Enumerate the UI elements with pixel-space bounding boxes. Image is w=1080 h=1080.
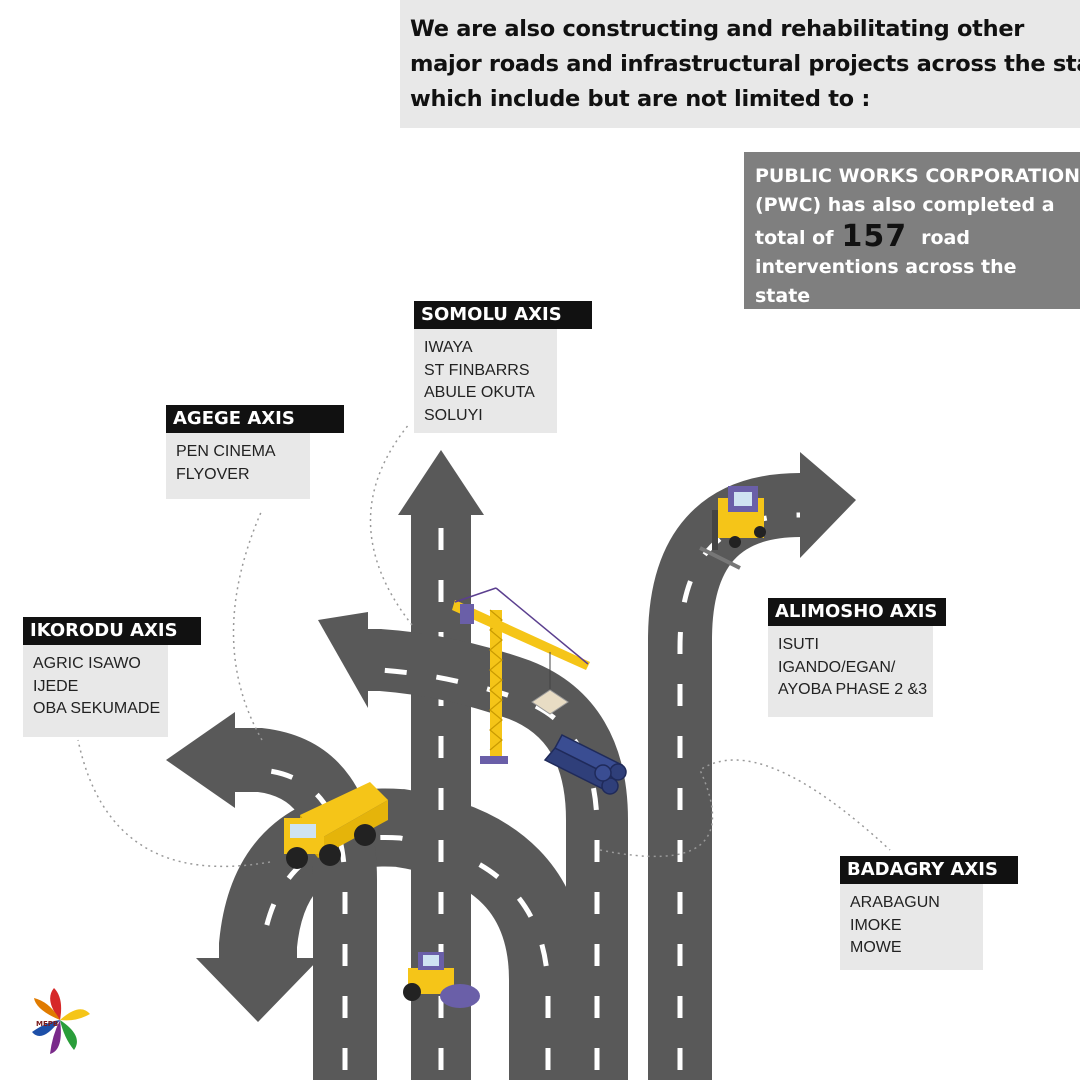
crane-icon <box>452 587 590 764</box>
forklift-icon <box>699 486 766 570</box>
badagry-item: ARABAGUN <box>850 894 940 911</box>
road-arrow-left-top <box>318 612 368 708</box>
pwc-line-5: state <box>755 285 811 307</box>
ikorodu-item: OBA SEKUMADE <box>33 700 161 717</box>
somolu-item: ST FINBARRS <box>424 361 530 379</box>
agege-axis-list: PEN CINEMA FLYOVER <box>166 433 310 499</box>
alimosho-axis-title: ALIMOSHO AXIS <box>768 598 946 626</box>
badagry-axis-list: ARABAGUN IMOKE MOWE <box>840 884 983 970</box>
pwc-line-3-post: road <box>921 227 970 249</box>
pwc-info-box: PUBLIC WORKS CORPORATION (PWC) has also … <box>744 152 1080 309</box>
headline-line-2: major roads and infrastructural projects… <box>410 51 1080 77</box>
pwc-line-3-pre: total of <box>755 227 834 249</box>
dump-truck-icon <box>284 782 388 869</box>
somolu-item: SOLUYI <box>424 406 483 424</box>
road-left-arrow <box>230 728 377 1080</box>
pwc-count: 157 <box>841 219 908 254</box>
somolu-item: ABULE OKUTA <box>424 384 535 401</box>
somolu-axis-list: IWAYA ST FINBARRS ABULE OKUTA SOLUYI <box>414 329 557 433</box>
ikorodu-item: AGRIC ISAWO <box>33 655 141 672</box>
road-arrow-up <box>398 450 484 515</box>
alimosho-item: IGANDO/EGAN/ <box>778 658 896 676</box>
pipes-icon <box>543 734 627 795</box>
badagry-axis-title: BADAGRY AXIS <box>840 856 1018 884</box>
headline-line-1: We are also constructing and rehabilitat… <box>410 16 1025 42</box>
logo-text: MEPB <box>36 1020 59 1028</box>
agege-item: FLYOVER <box>176 465 250 483</box>
road-arrow-down <box>196 958 320 1022</box>
badagry-item: IMOKE <box>850 916 902 934</box>
agege-item: PEN CINEMA <box>176 443 276 460</box>
pwc-line-2: (PWC) has also completed a <box>755 194 1055 216</box>
somolu-item: IWAYA <box>424 339 473 356</box>
ikorodu-axis-title: IKORODU AXIS <box>23 617 201 645</box>
ikorodu-axis-list: AGRIC ISAWO IJEDE OBA SEKUMADE <box>23 645 168 737</box>
alimosho-item: ISUTI <box>778 636 819 653</box>
pwc-line-4: interventions across the <box>755 256 1017 278</box>
alimosho-axis-list: ISUTI IGANDO/EGAN/ AYOBA PHASE 2 &3 <box>768 626 933 717</box>
somolu-axis-title: SOMOLU AXIS <box>414 301 592 329</box>
agege-axis-title: AGEGE AXIS <box>166 405 344 433</box>
headline-box: We are also constructing and rehabilitat… <box>400 0 1080 128</box>
headline-line-3: which include but are not limited to : <box>410 86 871 112</box>
road-arrow-left <box>166 712 235 808</box>
road-arrow-right <box>800 452 856 558</box>
road-roller-icon <box>403 952 480 1008</box>
mepb-logo-icon <box>32 988 90 1054</box>
ikorodu-item: IJEDE <box>33 677 79 695</box>
pwc-line-1: PUBLIC WORKS CORPORATION <box>755 165 1080 187</box>
alimosho-item: AYOBA PHASE 2 &3 <box>778 681 928 698</box>
badagry-item: MOWE <box>850 939 902 956</box>
road-curve-right <box>648 473 801 1080</box>
road-curve-left <box>219 788 587 1080</box>
